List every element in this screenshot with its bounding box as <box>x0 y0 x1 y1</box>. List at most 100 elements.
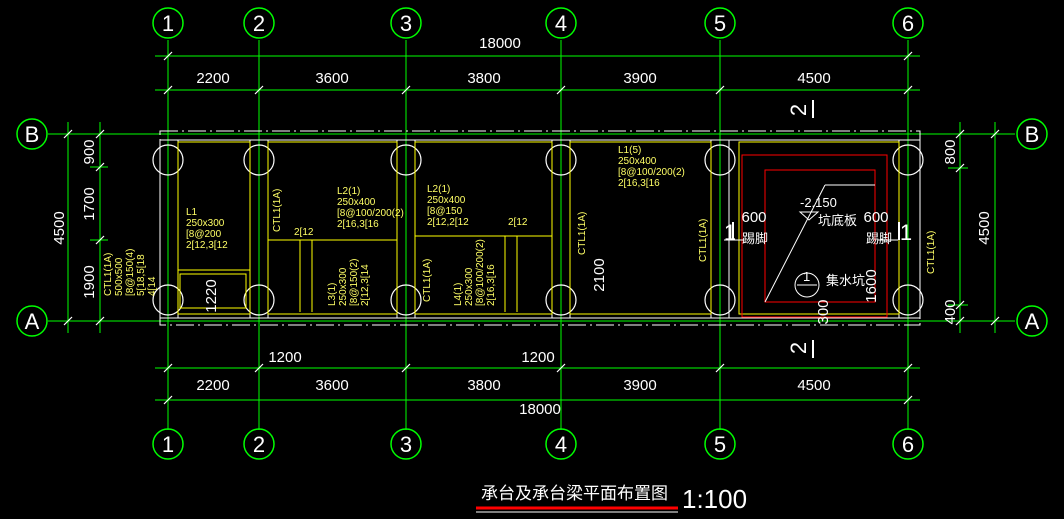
pit-left-label: 踢脚 <box>742 231 768 246</box>
axis-left-a: A <box>25 309 40 334</box>
dim-bottom-span-2: 3600 <box>315 377 348 394</box>
section-mark-top: 2 <box>786 104 811 116</box>
beam-ctl-left-line-5: 4[14 <box>147 276 158 296</box>
pit-labels: -2.150 坑底板 踢脚 踢脚 集水坑 1 <box>742 195 892 288</box>
axis-left-b: B <box>25 122 40 147</box>
pit-bottom-label: 坑底板 <box>818 213 857 228</box>
axis-bottom-5: 5 <box>714 432 726 457</box>
dim-inner-1200-a: 1200 <box>268 349 301 366</box>
axis-right-a: A <box>1025 309 1040 334</box>
dim-inner-1600: 1600 <box>863 269 880 302</box>
beam-l3-line-3: [8@150(2) <box>349 259 360 306</box>
pit-well-label: 集水坑 <box>826 273 865 288</box>
dim-inner-1200-b: 1200 <box>521 349 554 366</box>
dimension-text: 18000 2200 3600 3800 3900 4500 2200 3600… <box>51 35 993 418</box>
beam-l3-line-2: 250x300 <box>338 267 349 306</box>
beam-l2a-line-4: 2[16,3[16 <box>337 219 379 230</box>
beam-l2a-line-2: 250x400 <box>337 197 376 208</box>
pit-right-label: 踢脚 <box>866 231 892 246</box>
beam-ctl-2: CTL1(1A) <box>422 259 433 302</box>
dim-bottom-total: 18000 <box>519 401 561 418</box>
beam-ctl-3: CTL1(1A) <box>577 212 588 255</box>
pit-outline <box>741 154 888 318</box>
beam-ctl-4: CTL1(1A) <box>698 219 709 262</box>
dim-top-span-5: 4500 <box>797 70 830 87</box>
axis-bottom-3: 3 <box>400 432 412 457</box>
rebar-label-b: 2[12 <box>508 217 528 228</box>
beam-l4-line-4: 2[16,3[16 <box>486 264 497 306</box>
axis-bottom-1: 1 <box>162 432 174 457</box>
axis-top-1: 1 <box>162 11 174 36</box>
beam-ctl-1: CTL1(1A) <box>272 189 283 232</box>
dim-left-span-3: 1900 <box>81 265 98 298</box>
beam-l2b-line-2: 250x400 <box>427 195 466 206</box>
dimension-lines <box>67 55 996 401</box>
dim-top-span-1: 2200 <box>196 70 229 87</box>
dim-right-span-1: 800 <box>942 139 959 164</box>
beam-l1-line-3: [8@200 <box>186 229 222 240</box>
dim-top-span-3: 3800 <box>467 70 500 87</box>
dim-inner-2100: 2100 <box>591 258 608 291</box>
section-bars <box>732 100 900 358</box>
dim-bottom-span-5: 4500 <box>797 377 830 394</box>
beam-ctl-5: CTL1(1A) <box>926 231 937 274</box>
axis-top-4: 4 <box>555 11 567 36</box>
beam-yellow-lines <box>177 141 900 315</box>
axis-right-b: B <box>1025 122 1040 147</box>
drawing-scale: 1:100 <box>682 484 747 514</box>
beam-l2a-line-3: [8@100/200(2) <box>337 208 404 219</box>
beam-l4-line-3: [8@100/200(2) <box>475 239 486 306</box>
beam-ctl-left-line-3: [8@150(4) <box>125 249 136 296</box>
axis-bottom-4: 4 <box>555 432 567 457</box>
beam-l4-line-2: 250x300 <box>464 267 475 306</box>
beam-l4-line-1: L4(1) <box>453 283 464 306</box>
section-mark-left: 1 <box>724 220 736 245</box>
drawing-title: 承台及承台梁平面布置图 <box>481 484 668 504</box>
dimension-ticks <box>63 51 1000 405</box>
pit-well-mark: 1 <box>803 269 810 284</box>
rebar-label-a: 2[12 <box>294 227 314 238</box>
axis-labels: 1 2 3 4 5 6 1 2 3 4 5 6 B A B A <box>25 11 1040 457</box>
dim-left-span-2: 1700 <box>81 187 98 220</box>
beam-l15-line-2: 250x400 <box>618 156 657 167</box>
beam-l2a-line-1: L2(1) <box>337 186 360 197</box>
dim-bottom-span-4: 3900 <box>623 377 656 394</box>
beam-ctl-left-line-2: 500x500 <box>114 257 125 296</box>
axis-top-6: 6 <box>902 11 914 36</box>
pit-symbols <box>724 184 898 303</box>
grid-lines <box>48 40 1015 430</box>
section-mark-right: 1 <box>900 220 912 245</box>
dim-inner-600-b: 600 <box>863 209 888 226</box>
dim-left-span-1: 900 <box>81 139 98 164</box>
beam-l1-line-2: 250x300 <box>186 218 225 229</box>
axis-top-3: 3 <box>400 11 412 36</box>
dim-inner-600-a: 600 <box>741 209 766 226</box>
beam-l2b-line-3: [8@150 <box>427 206 463 217</box>
dim-bottom-span-3: 3800 <box>467 377 500 394</box>
dim-top-span-4: 3900 <box>623 70 656 87</box>
beam-l15-line-1: L1(5) <box>618 145 641 156</box>
beam-l3-line-4: 2[12,3[14 <box>360 264 371 306</box>
dim-top-span-2: 3600 <box>315 70 348 87</box>
beam-ctl-left-line-1: CTL1(1A) <box>103 253 114 296</box>
dim-left-total: 4500 <box>51 211 68 244</box>
section-marks: 2 2 1 1 <box>724 104 912 354</box>
dim-inner-1220: 1220 <box>203 279 220 312</box>
section-mark-bottom: 2 <box>786 342 811 354</box>
dim-inner-300: 300 <box>815 299 832 324</box>
beam-l15-line-4: 2[16,3[16 <box>618 178 660 189</box>
axis-bottom-2: 2 <box>253 432 265 457</box>
axis-bubbles <box>16 7 1048 460</box>
axis-top-5: 5 <box>714 11 726 36</box>
beam-l3-line-1: L3(1) <box>327 283 338 306</box>
dim-bottom-span-1: 2200 <box>196 377 229 394</box>
pile-caps <box>152 144 924 316</box>
beam-l2b-line-4: 2[12,2[12 <box>427 217 469 228</box>
beam-l2b-line-1: L2(1) <box>427 184 450 195</box>
axis-top-2: 2 <box>253 11 265 36</box>
dim-right-total: 4500 <box>976 211 993 244</box>
dim-top-total: 18000 <box>479 35 521 52</box>
beam-ctl-left-line-4: 5[18,5[18 <box>136 254 147 296</box>
beam-annotations: CTL1(1A) CTL1(1A) CTL1(1A) CTL1(1A) CTL1… <box>103 145 937 306</box>
